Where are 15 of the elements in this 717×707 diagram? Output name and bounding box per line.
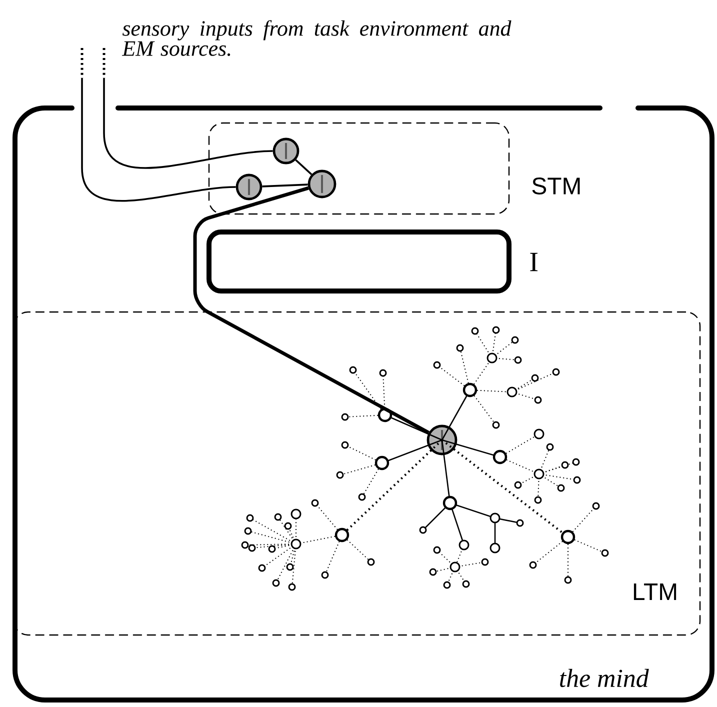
- concept-node: [272, 138, 300, 164]
- concept-node: [236, 174, 262, 200]
- connector-line: [262, 184, 308, 188]
- connector-line: [80, 48, 236, 202]
- concept-node: [426, 424, 458, 456]
- connector-line: [102, 48, 273, 169]
- input-note: sensory inputs from task environment and EM sources.: [122, 20, 512, 56]
- node-label: STM: [532, 178, 580, 194]
- dashed-box: LTM: [13, 311, 701, 636]
- dashed-box: STM: [208, 122, 580, 215]
- connector-line: [295, 159, 312, 176]
- node-label: I: [530, 252, 538, 272]
- rounded-box: I: [206, 230, 538, 294]
- connector-line: [193, 186, 430, 434]
- concept-node: [308, 170, 336, 198]
